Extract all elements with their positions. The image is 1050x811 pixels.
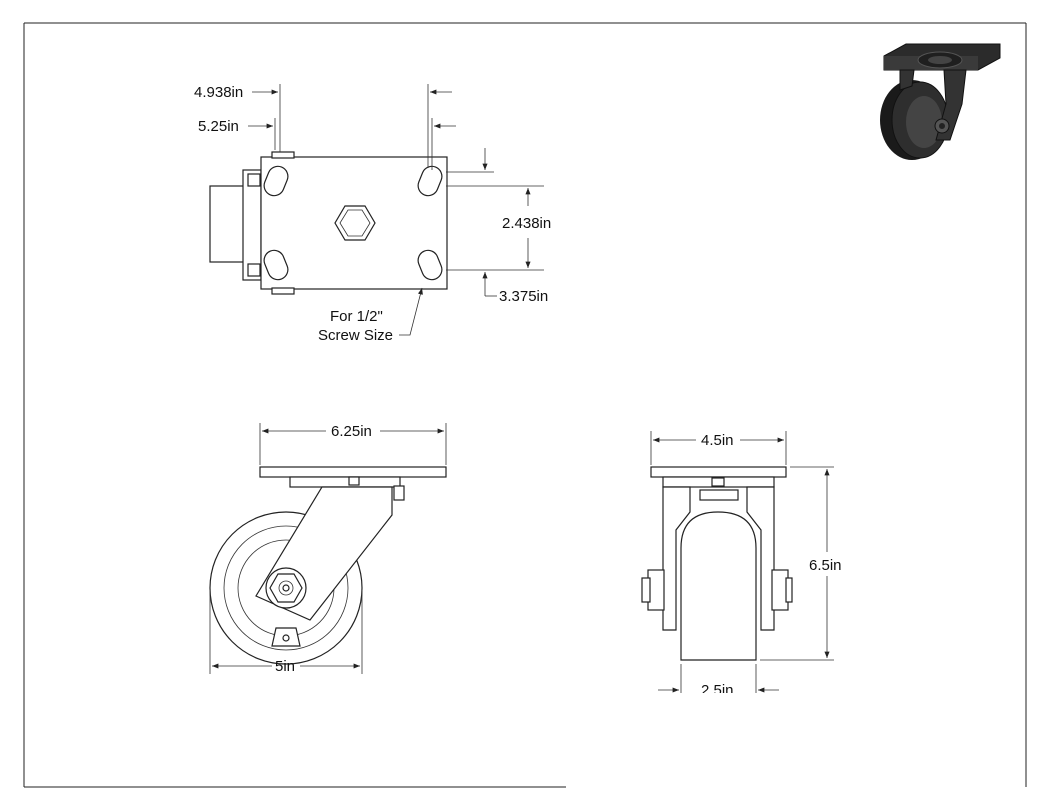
side-top-plate — [259, 466, 447, 478]
svg-text:4.5in: 4.5in — [701, 432, 734, 449]
svg-text:For 1/2": For 1/2" — [330, 308, 383, 325]
front-view: 4.5in 6.5in 2.5in — [641, 431, 842, 705]
dim-plate-depth: 3.375in — [446, 148, 548, 305]
svg-text:2.438in: 2.438in — [502, 215, 551, 232]
svg-text:5in: 5in — [275, 658, 295, 675]
sheet-border — [23, 22, 1027, 788]
top-view: 4.938in 5.25in 2.438in 3.375in — [194, 84, 551, 344]
caster-3d-icon — [880, 43, 1001, 160]
dim-plate-length: 6.25in — [259, 423, 447, 465]
dim-overall-height: 6.5in — [760, 466, 842, 661]
mounting-slots — [263, 165, 443, 281]
fork-right — [746, 486, 775, 631]
svg-text:5.25in: 5.25in — [198, 118, 239, 135]
dim-hole-outer: 4.938in — [194, 84, 452, 168]
svg-text:6.5in: 6.5in — [809, 557, 842, 574]
front-wheel — [680, 511, 757, 661]
dim-hole-spacing: 2.438in — [446, 185, 551, 271]
dim-plate-width: 4.5in — [650, 431, 787, 465]
svg-text:Screw Size: Screw Size — [318, 327, 393, 344]
side-view: 6.25in 5in — [209, 423, 447, 675]
screw-size-note: For 1/2" Screw Size — [318, 287, 423, 344]
dim-wheel-width: 2.5in — [658, 664, 780, 705]
dim-hole-inner: 5.25in — [198, 118, 456, 170]
fork-left — [662, 486, 691, 631]
front-top-plate — [650, 466, 787, 478]
svg-text:6.25in: 6.25in — [331, 423, 372, 440]
svg-text:4.938in: 4.938in — [194, 84, 243, 101]
dim-wheel-diameter: 5in — [209, 590, 363, 675]
svg-text:3.375in: 3.375in — [499, 288, 548, 305]
